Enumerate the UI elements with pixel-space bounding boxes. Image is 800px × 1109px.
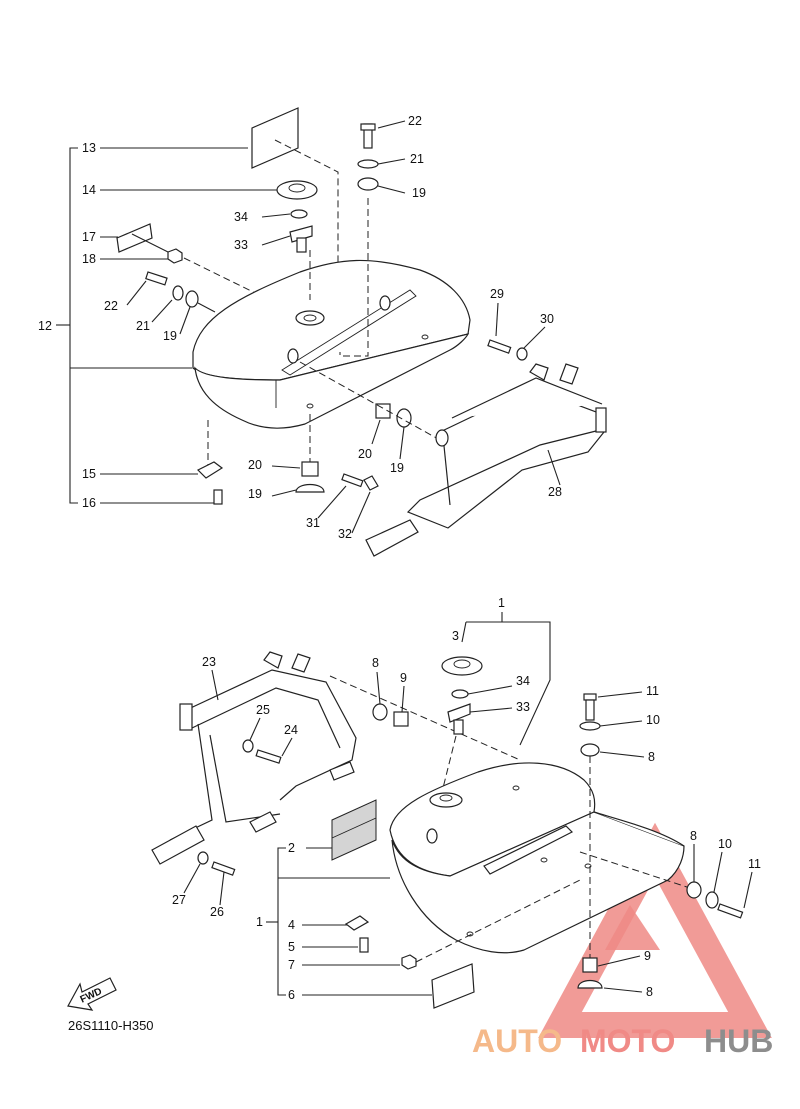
callout-14: 14 xyxy=(82,183,96,197)
callout-7: 7 xyxy=(288,958,295,972)
rear-reflector xyxy=(431,963,475,1009)
reflector xyxy=(116,223,153,253)
callout-30: 30 xyxy=(540,312,554,326)
callout-26: 26 xyxy=(210,905,224,919)
callout-19c: 19 xyxy=(248,487,262,501)
callout-8b: 8 xyxy=(648,750,655,764)
callout-31: 31 xyxy=(306,516,320,530)
callout-33a: 33 xyxy=(234,238,248,252)
callout-25: 25 xyxy=(256,703,270,717)
callout-29: 29 xyxy=(490,287,504,301)
callout-34b: 34 xyxy=(516,674,530,688)
callout-6: 6 xyxy=(288,988,295,1002)
callout-11b: 11 xyxy=(748,857,761,871)
callout-23: 23 xyxy=(202,655,216,669)
callout-15: 15 xyxy=(82,467,96,481)
callout-11a: 11 xyxy=(646,684,659,698)
callout-9b: 9 xyxy=(644,949,651,963)
callout-10b: 10 xyxy=(718,837,732,851)
callout-33b: 33 xyxy=(516,700,530,714)
top-assembly xyxy=(56,107,607,557)
sticker-sheet xyxy=(251,107,299,169)
callout-28: 28 xyxy=(548,485,562,499)
callout-12: 12 xyxy=(38,319,52,333)
callout-8c: 8 xyxy=(690,829,697,843)
callout-20a: 20 xyxy=(248,458,262,472)
watermark-moto: MOTO xyxy=(580,1023,675,1059)
frame-bracket-right xyxy=(365,363,607,557)
callout-19b: 19 xyxy=(412,186,426,200)
callout-2: 2 xyxy=(288,841,295,855)
callout-21a: 21 xyxy=(136,319,150,333)
watermark-auto: AUTO xyxy=(472,1023,562,1059)
callout-13: 13 xyxy=(82,141,96,155)
callout-32: 32 xyxy=(338,527,352,541)
callout-9a: 9 xyxy=(400,671,407,685)
callout-24: 24 xyxy=(284,723,298,737)
callout-16: 16 xyxy=(82,496,96,510)
callout-19a: 19 xyxy=(163,329,177,343)
watermark-logo xyxy=(538,822,772,1038)
side-case-right xyxy=(192,259,471,381)
watermark-hub: HUB xyxy=(704,1023,773,1059)
callout-21b: 21 xyxy=(410,152,424,166)
callout-5: 5 xyxy=(288,940,295,954)
callout-27: 27 xyxy=(172,893,186,907)
callout-8d: 8 xyxy=(646,985,653,999)
callout-18: 18 xyxy=(82,252,96,266)
callout-1a: 1 xyxy=(498,596,505,610)
callout-1b: 1 xyxy=(256,915,263,929)
callout-34a: 34 xyxy=(234,210,248,224)
callout-22a: 22 xyxy=(104,299,118,313)
bottom-assembly xyxy=(67,612,753,1011)
callout-4: 4 xyxy=(288,918,295,932)
frame-bracket-left xyxy=(151,651,357,865)
fwd-arrow-icon xyxy=(67,977,117,1011)
callout-8a: 8 xyxy=(372,656,379,670)
callout-labels: 1213141718151622211934332221192930282019… xyxy=(38,114,761,1002)
callout-19d: 19 xyxy=(390,461,404,475)
callout-22b: 22 xyxy=(408,114,422,128)
warning-label xyxy=(331,799,377,861)
callout-10a: 10 xyxy=(646,713,660,727)
drawing-code: 26S1110-H350 xyxy=(68,1018,154,1033)
cap xyxy=(276,180,318,200)
callout-3: 3 xyxy=(452,629,459,643)
callout-20b: 20 xyxy=(358,447,372,461)
callout-17: 17 xyxy=(82,230,96,244)
